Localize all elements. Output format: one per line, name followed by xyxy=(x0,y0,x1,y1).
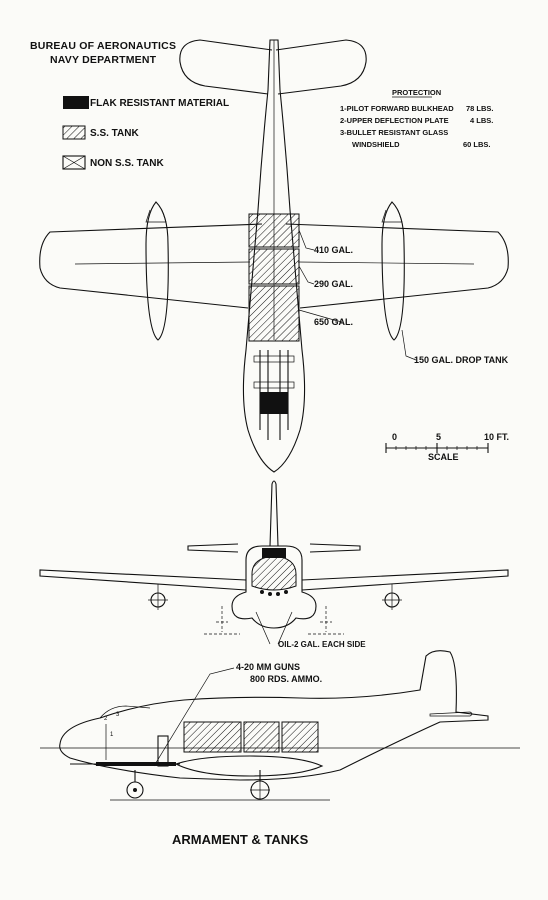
tank-650-label: 650 GAL. xyxy=(314,317,354,327)
tank-290-label: 290 GAL. xyxy=(314,279,354,289)
legend-flak-label: FLAK RESISTANT MATERIAL xyxy=(90,98,230,109)
protection-title: PROTECTION xyxy=(392,88,442,97)
protection-weight-1: 78 LBS. xyxy=(466,104,494,113)
marker-3: 3 xyxy=(116,712,120,718)
protection-item-3: 3-BULLET RESISTANT GLASS xyxy=(340,128,449,137)
header-line1: BUREAU OF AERONAUTICS xyxy=(30,40,177,52)
protection-item-1: 1-PILOT FORWARD BULKHEAD xyxy=(340,104,454,113)
scale-five: 5 xyxy=(436,432,442,442)
protection-weight-3: 60 LBS. xyxy=(463,140,491,149)
non-ss-tank-swatch xyxy=(62,155,86,170)
flak-swatch xyxy=(63,96,89,109)
protection-item-3b: WINDSHIELD xyxy=(352,140,400,149)
protection-item-2: 2-UPPER DEFLECTION PLATE xyxy=(340,116,449,125)
side-view xyxy=(40,650,520,801)
front-view xyxy=(39,480,509,645)
scale-bar xyxy=(385,443,489,453)
scale-zero: 0 xyxy=(392,432,398,442)
protection-weight-2: 4 LBS. xyxy=(470,116,494,125)
scale-ten: 10 FT. xyxy=(484,432,510,442)
marker-1: 1 xyxy=(110,732,114,738)
tank-410-label: 410 GAL. xyxy=(314,245,354,255)
marker-2: 2 xyxy=(104,716,108,722)
guns-label: 4-20 MM GUNS xyxy=(236,662,301,672)
caption: ARMAMENT & TANKS xyxy=(172,832,309,847)
legend-ss-tank-label: S.S. TANK xyxy=(90,128,139,139)
ammo-label: 800 RDS. AMMO. xyxy=(250,674,323,684)
top-view xyxy=(39,39,509,473)
legend-non-ss-tank-label: NON S.S. TANK xyxy=(90,158,164,169)
ss-tank-swatch xyxy=(62,125,86,140)
drop-tank-label: 150 GAL. DROP TANK xyxy=(414,355,509,365)
header-line2: NAVY DEPARTMENT xyxy=(50,54,157,66)
oil-label: OIL-2 GAL. EACH SIDE xyxy=(278,640,366,649)
scale-label: SCALE xyxy=(428,452,459,462)
